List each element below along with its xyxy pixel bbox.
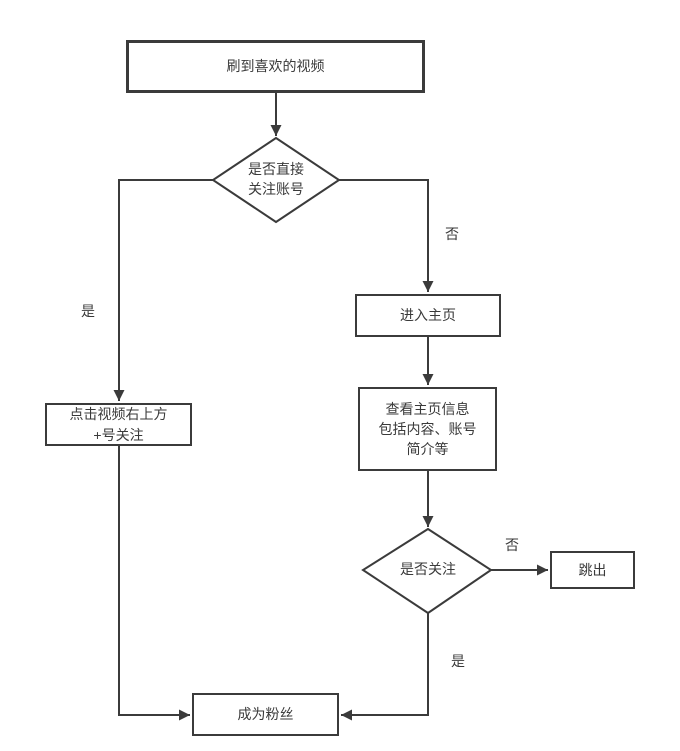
flow-node-become-fan-label: 成为粉丝 (237, 706, 294, 723)
flow-node-start-label: 刷到喜欢的视频 (226, 58, 325, 75)
flow-node-start: 刷到喜欢的视频 (126, 40, 425, 93)
edge-decision-direct-follow-to-click-plus-follow (113, 179, 213, 401)
flow-node-decision-direct-follow: 是否直接 关注账号 (206, 150, 346, 210)
flow-node-decision-direct-follow-label: 是否直接 关注账号 (248, 161, 304, 197)
edge-decision-direct-follow-to-enter-homepage (339, 179, 434, 292)
flow-node-exit-label: 跳出 (578, 561, 607, 578)
flow-node-click-plus-follow: 点击视频右上方 +号关注 (45, 403, 192, 446)
flow-node-click-plus-follow-label: 点击视频右上方 +号关注 (69, 406, 168, 443)
edge-label-no-follow: 否 (503, 535, 521, 555)
flow-node-exit: 跳出 (550, 551, 635, 589)
flow-node-view-homepage-info-label: 查看主页信息 包括内容、账号 简介等 (378, 400, 477, 458)
edge-label-no-direct-follow: 否 (443, 224, 461, 244)
flow-node-decision-follow-label: 是否关注 (400, 561, 456, 578)
flow-node-view-homepage-info: 查看主页信息 包括内容、账号 简介等 (358, 387, 497, 471)
decision-direct-follow-diamond-shape (211, 136, 341, 224)
flow-node-become-fan: 成为粉丝 (192, 693, 339, 736)
decision-follow-diamond-shape (361, 527, 493, 615)
flow-node-decision-follow: 是否关注 (368, 555, 488, 585)
flow-node-enter-homepage: 进入主页 (355, 294, 501, 337)
edge-label-yes-follow: 是 (449, 651, 467, 671)
edge-click-plus-follow-to-become-fan (118, 446, 190, 721)
edge-label-yes-direct-follow: 是 (79, 301, 97, 321)
edge-decision-follow-to-become-fan (341, 613, 429, 721)
flow-node-enter-homepage-label: 进入主页 (400, 307, 456, 324)
